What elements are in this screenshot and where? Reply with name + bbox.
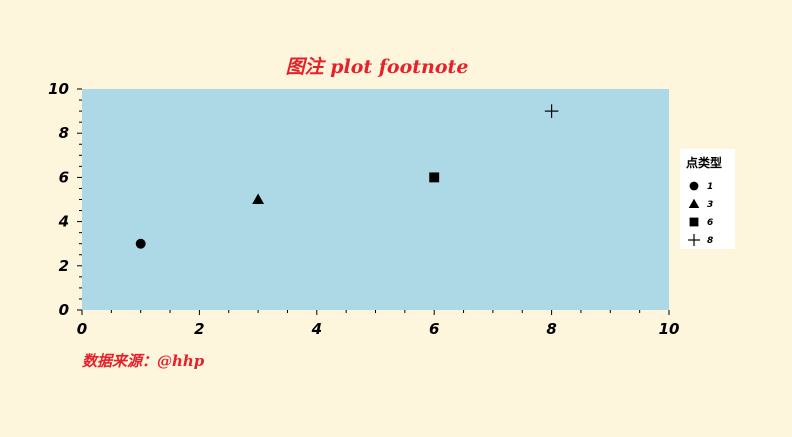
y-tick-label: 2 bbox=[59, 257, 69, 275]
x-tick-label: 0 bbox=[77, 320, 87, 338]
legend-key-circle bbox=[689, 181, 699, 191]
chart-caption: 数据来源：@hhp bbox=[82, 352, 205, 370]
x-tick-label: 8 bbox=[546, 320, 556, 338]
legend-label: 6 bbox=[707, 218, 713, 228]
plot-panel bbox=[82, 89, 669, 310]
y-tick-label: 10 bbox=[48, 80, 69, 98]
y-tick-label: 0 bbox=[59, 301, 69, 319]
legend-entries: 1 3 6 8 bbox=[688, 181, 713, 246]
legend-label: 3 bbox=[707, 200, 713, 210]
legend-key-triangle bbox=[688, 198, 700, 208]
x-tick-label: 6 bbox=[429, 320, 439, 338]
legend-label: 1 bbox=[707, 182, 713, 192]
legend-key-square bbox=[689, 217, 699, 227]
y-tick-label: 6 bbox=[59, 168, 69, 186]
x-tick-label: 2 bbox=[194, 320, 204, 338]
chart-title: 图注 plot footnote bbox=[286, 56, 469, 78]
y-tick-label: 4 bbox=[58, 213, 69, 231]
legend-title: 点类型 bbox=[686, 155, 722, 170]
legend-key-plus bbox=[688, 234, 700, 246]
legend: 点类型 1 3 6 8 bbox=[680, 149, 735, 249]
data-points bbox=[135, 104, 559, 249]
legend-label: 8 bbox=[707, 236, 713, 246]
data-point-circle bbox=[135, 238, 146, 249]
x-tick-label: 4 bbox=[311, 320, 322, 338]
y-axis: 0 2 4 6 8 10 bbox=[48, 80, 82, 319]
x-axis: 0 2 4 6 8 10 bbox=[77, 310, 680, 338]
data-point-plus bbox=[544, 104, 559, 118]
legend-box bbox=[680, 149, 735, 249]
y-tick-label: 8 bbox=[59, 124, 69, 142]
data-point-triangle bbox=[252, 193, 265, 204]
data-point-square bbox=[429, 172, 440, 183]
x-tick-label: 10 bbox=[659, 320, 680, 338]
